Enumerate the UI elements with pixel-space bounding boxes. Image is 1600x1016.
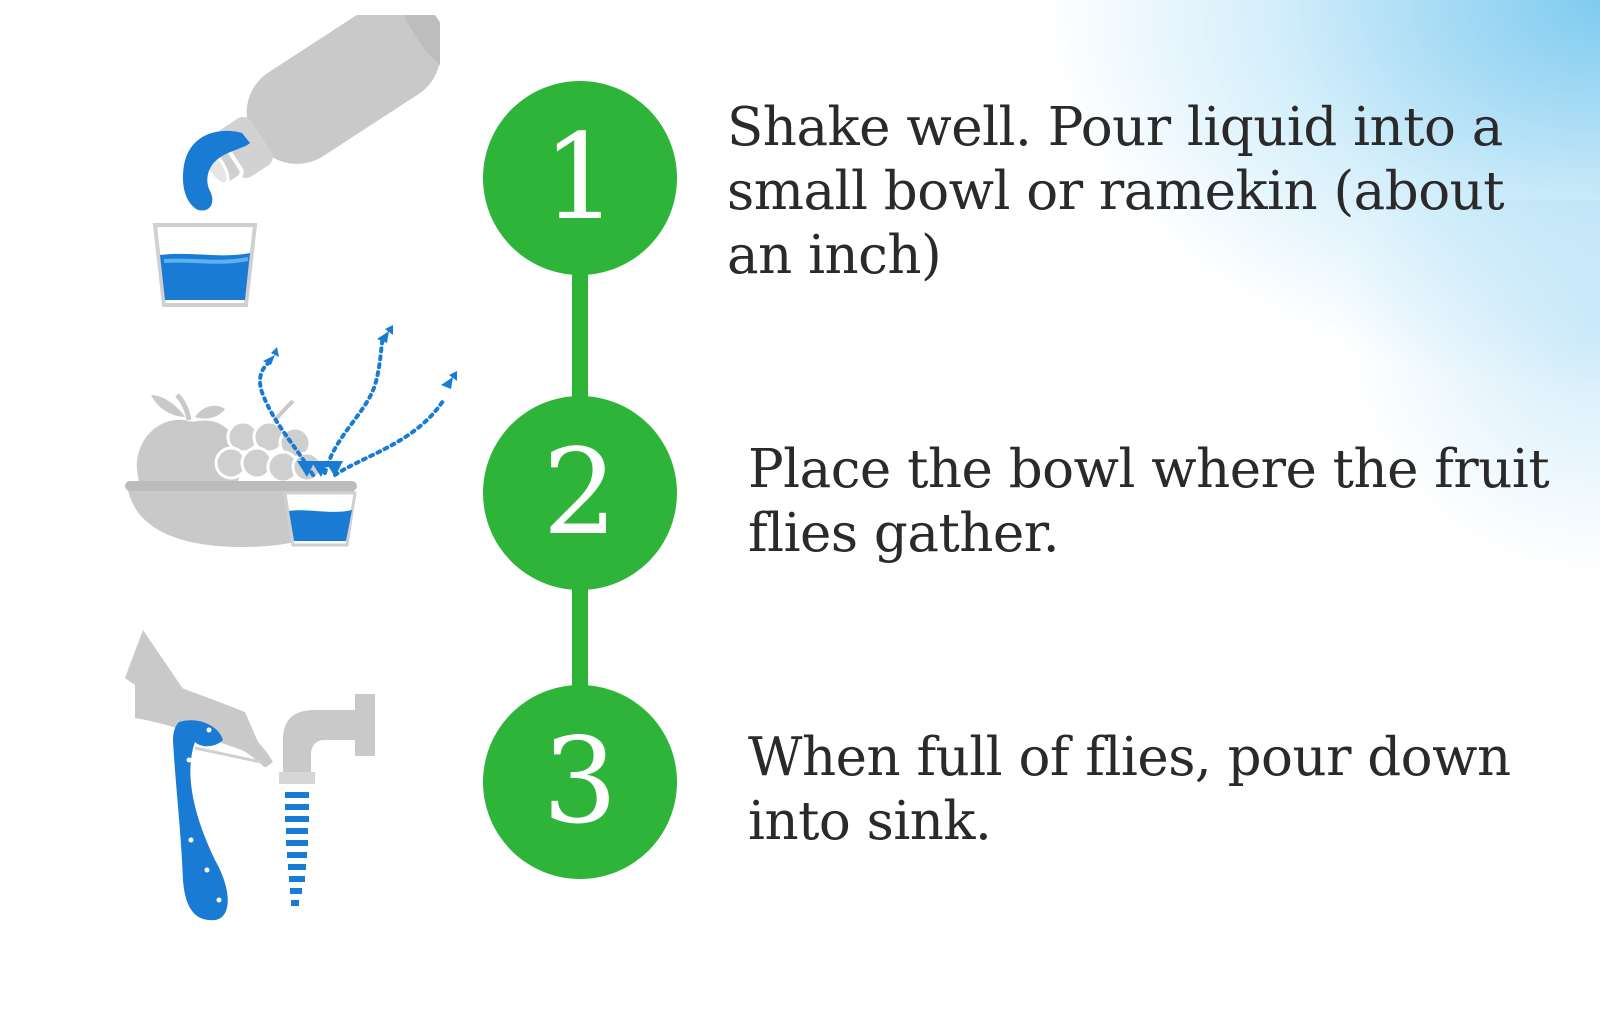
step-1-text: Shake well. Pour liquid into a small bow… bbox=[727, 96, 1505, 288]
step-1-marker: 1 bbox=[483, 81, 677, 275]
bottle-pouring-into-cup-icon bbox=[152, 15, 440, 307]
pour-into-sink-icon bbox=[125, 630, 375, 921]
step-1-line-2: small bowl or ramekin (about bbox=[727, 161, 1505, 222]
step-2-text: Place the bowl where the fruit flies gat… bbox=[748, 438, 1550, 566]
step-1-line-1: Shake well. Pour liquid into a bbox=[727, 97, 1503, 158]
step-3-line-1: When full of flies, pour down bbox=[748, 727, 1511, 788]
step-2-line-2: flies gather. bbox=[748, 503, 1060, 564]
fruit-bowl-with-flies-icon bbox=[125, 325, 457, 547]
step-2-line-1: Place the bowl where the fruit bbox=[748, 439, 1550, 500]
step-2-number: 2 bbox=[542, 423, 617, 561]
step-3-number: 3 bbox=[542, 712, 617, 850]
step-3-line-2: into sink. bbox=[748, 791, 992, 852]
sky-background-glow bbox=[1280, 200, 1600, 620]
step-3-marker: 3 bbox=[483, 685, 677, 879]
step-2-marker: 2 bbox=[483, 396, 677, 590]
step-1-line-3: an inch) bbox=[727, 225, 942, 286]
step-1-number: 1 bbox=[542, 108, 617, 246]
step-3-text: When full of flies, pour down into sink. bbox=[748, 726, 1511, 854]
